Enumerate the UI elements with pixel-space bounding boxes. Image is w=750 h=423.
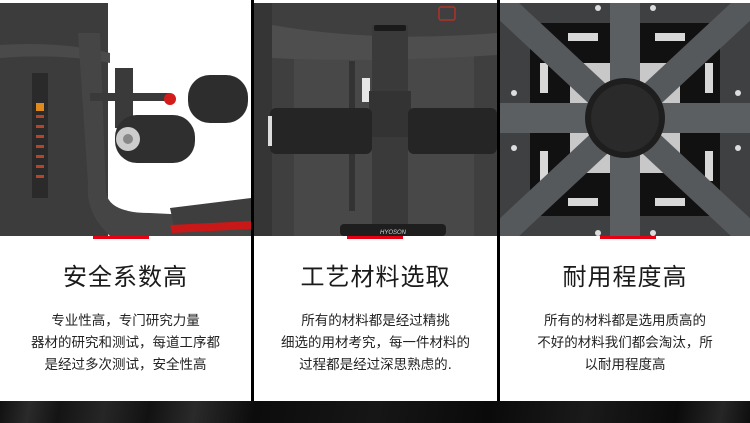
panel-divider [497,0,500,401]
feature-description: 专业性高，专门研究力量 器材的研究和测试，每道工序都 是经过多次测试，安全性高 [0,310,251,376]
machine-illustration [0,3,251,236]
accent-bar [347,236,403,239]
description-line: 专业性高，专门研究力量 [51,313,200,329]
frame-illustration [500,3,750,236]
machine-illustration: HYOSON [254,3,497,236]
product-image-leg-machine [0,3,251,236]
feature-title: 安全系数高 [63,263,188,291]
description-line: 以耐用程度高 [584,357,666,373]
accent-bar [93,236,149,239]
panel-divider [251,0,254,401]
description-line: 是经过多次测试，安全性高 [44,357,207,373]
feature-card-durability: 耐用程度高 所有的材料都是选用质高的 不好的材料我们都会淘汰，所 以耐用程度高 [500,0,750,401]
product-image-frame-hub [500,3,750,236]
bottom-dark-band [0,401,750,423]
description-line: 所有的材料都是选用质高的 [544,313,706,329]
feature-card-safety: 安全系数高 专业性高，专门研究力量 器材的研究和测试，每道工序都 是经过多次测试… [0,0,251,401]
feature-title: 耐用程度高 [562,263,688,291]
accent-bar [600,236,656,239]
feature-title: 工艺材料选取 [300,263,451,291]
description-line: 细选的用材考究，每一件材料的 [281,335,470,351]
description-line: 过程都是经过深思熟虑的. [299,357,452,373]
product-image-roller-front: HYOSON [254,3,497,236]
description-line: 所有的材料都是经过精挑 [301,313,450,329]
feature-description: 所有的材料都是经过精挑 细选的用材考究，每一件材料的 过程都是经过深思熟虑的. [254,310,497,376]
feature-card-materials: HYOSON 工艺材料选取 所有的材料都是经过精挑 细选的用材考究，每一件材料的… [254,0,497,401]
description-line: 不好的材料我们都会淘汰，所 [537,335,713,351]
description-line: 器材的研究和测试，每道工序都 [31,335,220,351]
brand-plate-text: HYOSON [380,230,407,236]
feature-description: 所有的材料都是选用质高的 不好的材料我们都会淘汰，所 以耐用程度高 [500,310,750,376]
